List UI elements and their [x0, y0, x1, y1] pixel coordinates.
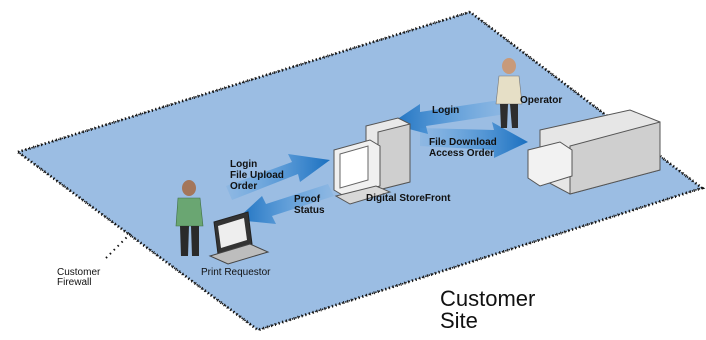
- arrow-requestor-upload: [226, 154, 330, 200]
- laptop-icon: [208, 211, 270, 265]
- label-order: Order: [230, 181, 258, 192]
- computer-server-icon: [333, 117, 411, 205]
- operator-person-icon: [495, 58, 523, 128]
- label-file-download: File Download: [429, 137, 497, 148]
- label-operator-login: Login: [432, 105, 460, 116]
- printer-icon: [527, 109, 661, 195]
- label-file-upload: File Upload: [230, 170, 284, 181]
- arrow-file-download: [420, 122, 528, 158]
- requestor-person-icon: [175, 180, 204, 256]
- label-requestor-login: Login: [230, 159, 258, 170]
- label-access-order: Access Order: [429, 148, 495, 159]
- firewall-pointer: [105, 231, 133, 259]
- arrow-proof-status: [236, 184, 334, 224]
- label-proof: Proof: [294, 194, 321, 205]
- arrow-operator-login: [390, 100, 506, 134]
- label-customer-site-1: Customer: [440, 286, 536, 311]
- label-digital-storefront: Digital StoreFront: [366, 193, 451, 204]
- label-status: Status: [294, 205, 325, 216]
- label-customer-firewall-1: Customer: [57, 267, 101, 278]
- label-operator: Operator: [520, 95, 563, 106]
- label-print-requestor: Print Requestor: [201, 267, 271, 278]
- label-customer-site-2: Site: [440, 308, 478, 333]
- label-customer-firewall-2: Firewall: [57, 277, 92, 288]
- firewall-edge: [17, 10, 706, 332]
